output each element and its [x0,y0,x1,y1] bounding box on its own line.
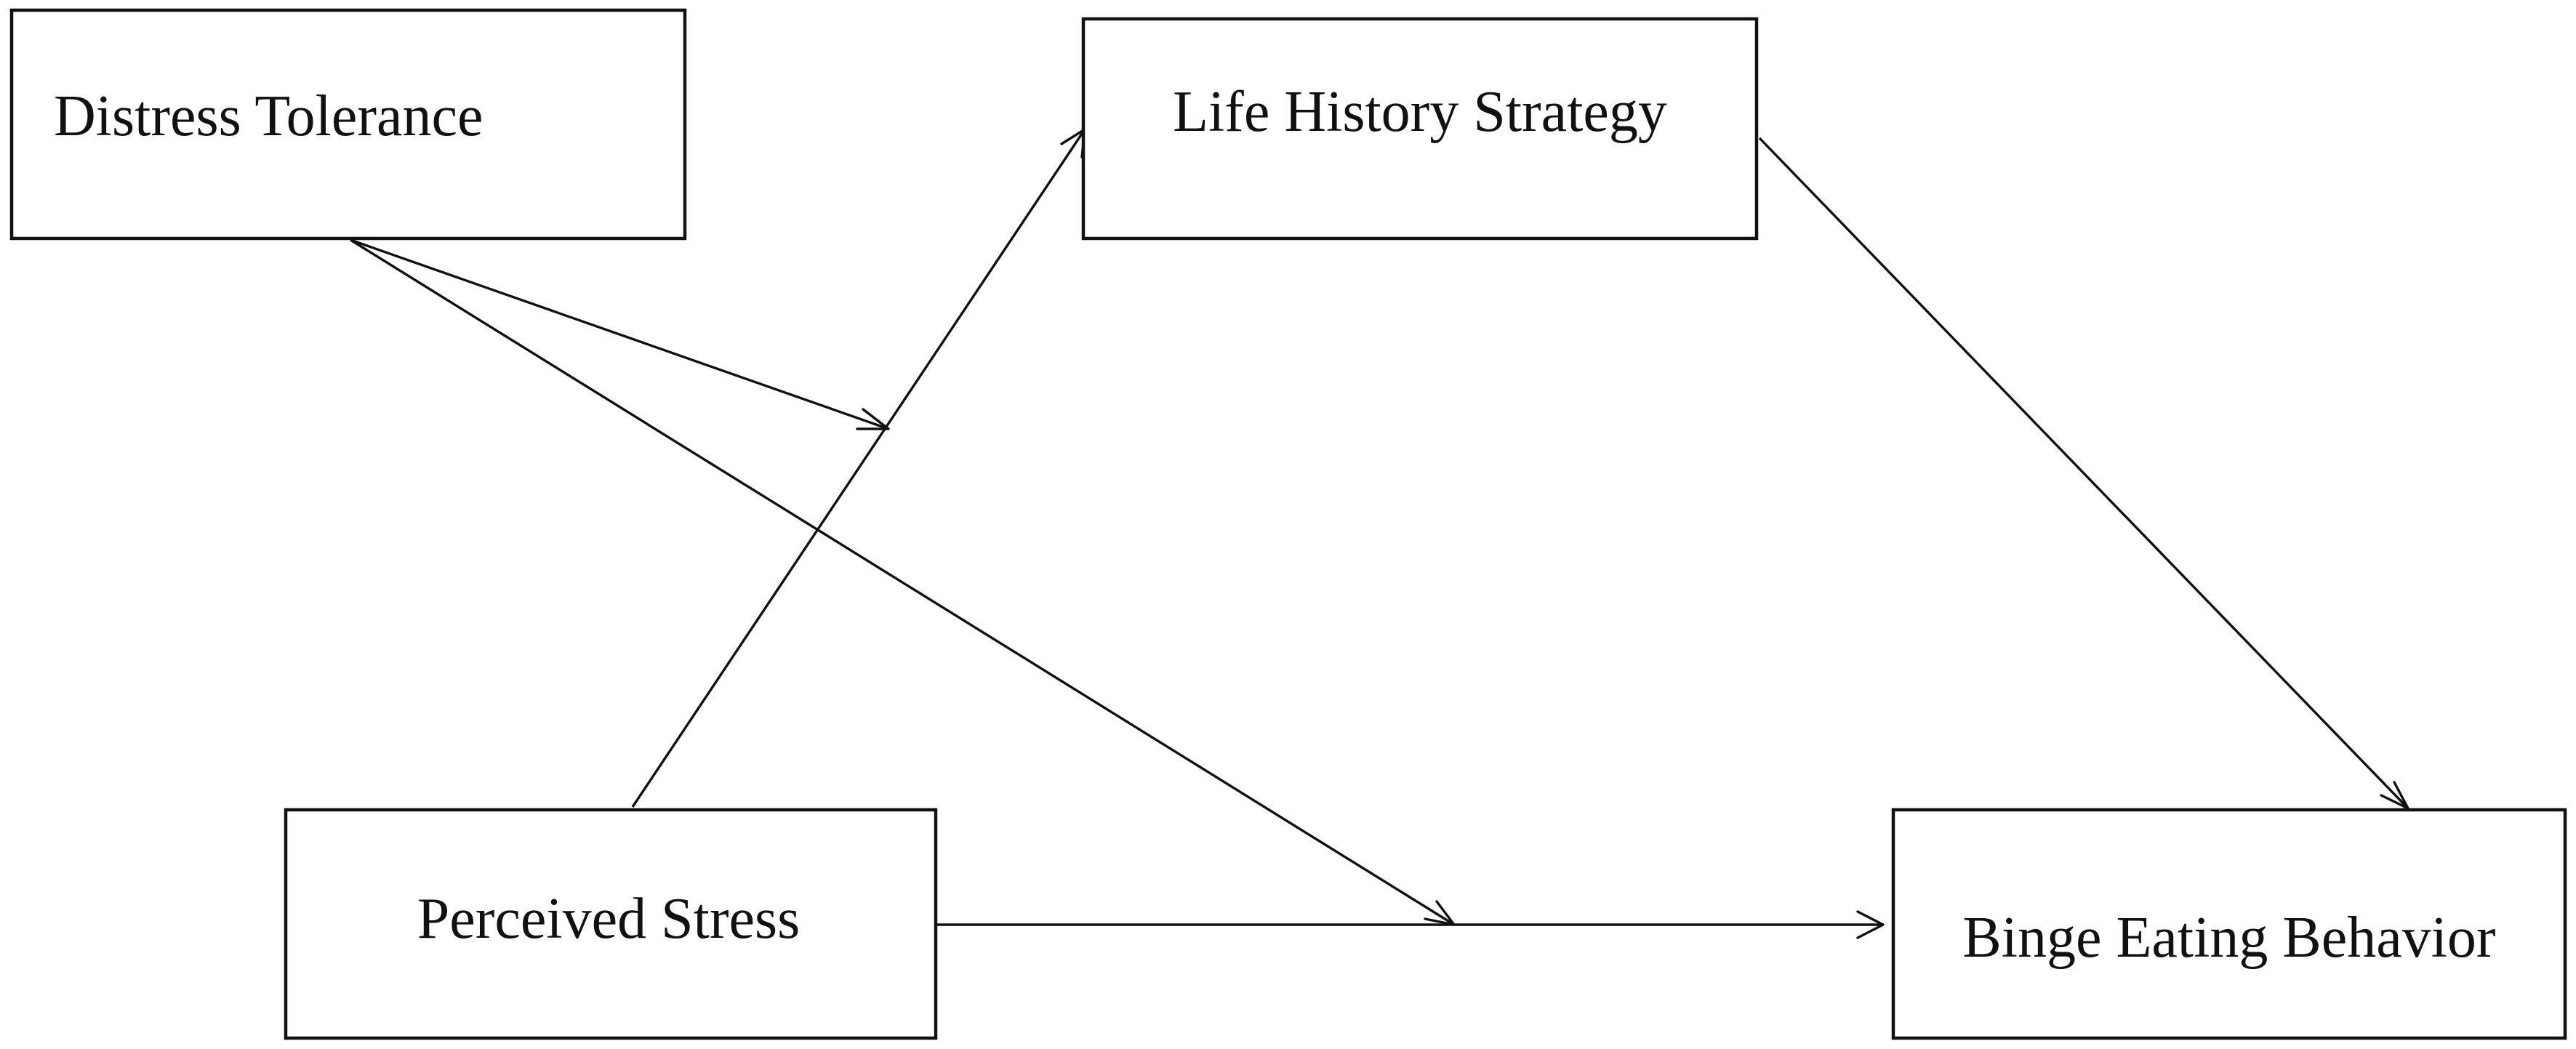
node-box-binge-eating-behavior [1891,808,2567,1040]
node-distress-tolerance: Distress Tolerance [9,8,687,241]
node-label-binge-eating-behavior: Binge Eating Behavior [1962,906,2495,970]
node-perceived-stress: Perceived Stress [284,808,938,1040]
node-life-history-strategy: Life History Strategy [1081,17,1759,241]
arrowhead-binge-eating-from-perceived-stress [1856,910,1885,939]
node-label-perceived-stress: Perceived Stress [417,887,801,951]
edge-life-history-strategy-to-binge-eating [1758,137,2410,810]
node-box-distress-tolerance [9,8,687,241]
edge-perceived-stress-to-life-history-strategy [631,129,1086,808]
node-binge-eating-behavior: Binge Eating Behavior [1891,808,2567,1040]
node-box-perceived-stress [284,808,938,1040]
arrowhead-moderation-path-a [856,408,890,430]
node-label-distress-tolerance: Distress Tolerance [54,84,483,148]
edge-distress-tolerance-to-direct-path [350,238,1455,926]
node-label-life-history-strategy: Life History Strategy [1173,80,1667,144]
node-box-life-history-strategy [1081,17,1759,241]
edge-distress-tolerance-to-path-a [350,238,889,430]
edges [350,128,2410,939]
